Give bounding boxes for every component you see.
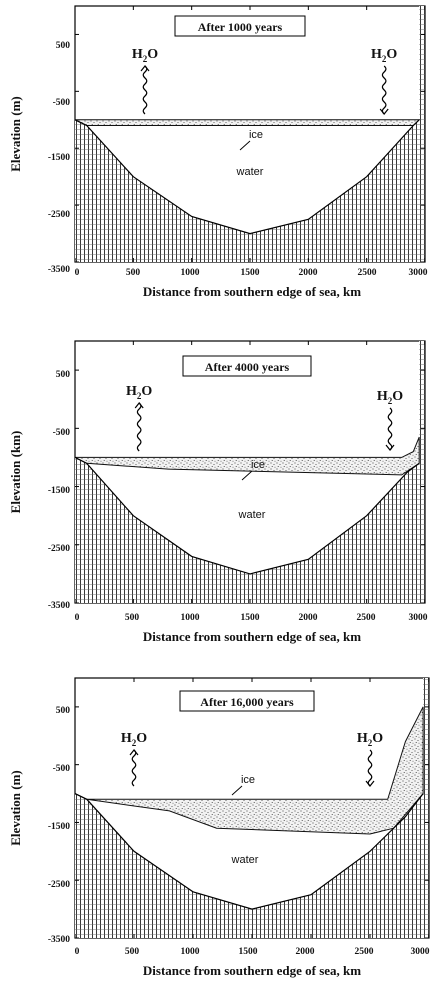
- title-box: [174, 15, 306, 37]
- h2o-label-right: H2O: [371, 47, 397, 64]
- ice-area: [74, 119, 421, 126]
- y-tick-label: -2500: [48, 880, 70, 890]
- x-tick-label: 1500: [239, 947, 258, 957]
- y-tick-label: -500: [53, 764, 71, 774]
- x-tick-label: 500: [125, 613, 140, 623]
- wavy-arrow-right-icon: [381, 65, 387, 115]
- h2o-label-right: H2O: [377, 389, 403, 406]
- x-tick-label: 500: [125, 947, 140, 957]
- x-tick-label: 2000: [299, 613, 318, 623]
- x-axis-title: Distance from southern edge of sea, km: [143, 629, 361, 644]
- h2o-label-right: H2O: [357, 731, 383, 748]
- y-tick-label: -500: [53, 98, 71, 108]
- arrow-head-down-icon: [365, 780, 375, 787]
- ice-label: ice: [241, 774, 255, 786]
- water-label: water: [236, 166, 264, 178]
- x-tick-label: 1000: [181, 268, 200, 278]
- y-axis-title: Elevation (m): [8, 96, 23, 171]
- seafloor-line: [74, 456, 420, 575]
- x-tick-label: 1500: [241, 268, 260, 278]
- y-tick-label: -1500: [48, 822, 70, 832]
- y-tick-label: -1500: [48, 153, 70, 163]
- x-tick-label: 2500: [357, 613, 376, 623]
- panel-1: After 1000 years ice water 500 -500 -150…: [8, 5, 428, 299]
- y-axis-title: Elevation (m): [8, 770, 23, 845]
- arrow-head-up-icon: [140, 65, 150, 72]
- ice-label: ice: [251, 459, 265, 471]
- chart-title: After 1000 years: [198, 20, 283, 34]
- seafloor-curve: [74, 119, 420, 235]
- water-label: water: [238, 509, 266, 521]
- x-tick-label: 2500: [355, 947, 374, 957]
- x-tick-label: 3000: [409, 613, 428, 623]
- panel-3: After 16,000 years ice water 500 -500 -1…: [8, 677, 430, 978]
- title-box: [179, 690, 315, 712]
- wavy-arrow-left-icon: [131, 749, 137, 787]
- seafloor-curve: [74, 793, 424, 910]
- y-tick-label: 500: [56, 706, 71, 716]
- h2o-label-left: H2O: [121, 731, 147, 748]
- ice-leader-line: [239, 140, 251, 151]
- ice-leader-line: [241, 470, 253, 481]
- x-tick-label: 2000: [296, 947, 315, 957]
- y-tick-label: -3500: [48, 935, 70, 945]
- water-label: water: [231, 854, 259, 866]
- arrow-head-down-icon: [379, 108, 389, 115]
- ticks: [74, 341, 426, 604]
- y-tick-label: -3500: [48, 601, 70, 611]
- y-tick-label: -1500: [48, 486, 70, 496]
- x-tick-label: 1000: [181, 613, 200, 623]
- ice-area: [74, 706, 424, 835]
- ticks: [74, 6, 426, 263]
- x-axis-title: Distance from southern edge of sea, km: [143, 284, 361, 299]
- arrow-head-up-icon: [134, 402, 144, 409]
- wavy-arrow-right-icon: [367, 749, 373, 787]
- wavy-arrow-right-icon: [387, 407, 393, 451]
- x-axis-title: Distance from southern edge of sea, km: [143, 963, 361, 978]
- ice-leader-line: [231, 785, 243, 796]
- ticks: [74, 678, 430, 939]
- y-tick-label: -2500: [48, 210, 70, 220]
- x-tick-label: 3000: [409, 268, 428, 278]
- h2o-label-left: H2O: [126, 384, 152, 401]
- panel-2: After 4000 years ice water 500 -500 -150…: [8, 340, 428, 644]
- y-tick-label: -3500: [48, 265, 70, 275]
- x-tick-label: 0: [75, 947, 80, 957]
- ice-fill: [74, 706, 424, 835]
- seafloor-line: [74, 793, 424, 910]
- title-box: [182, 355, 312, 377]
- wavy-arrow-left-icon: [136, 402, 142, 452]
- arrow-head-down-icon: [385, 444, 395, 451]
- y-tick-label: -2500: [48, 544, 70, 554]
- x-tick-label: 1000: [181, 947, 200, 957]
- h2o-label-left: H2O: [132, 47, 158, 64]
- y-tick-label: 500: [56, 41, 71, 51]
- chart-title: After 4000 years: [205, 360, 290, 374]
- x-tick-label: 1500: [241, 613, 260, 623]
- x-tick-label: 2000: [299, 268, 318, 278]
- seafloor-line: [74, 119, 420, 235]
- ice-label: ice: [249, 129, 263, 141]
- ice-fill: [74, 119, 421, 126]
- x-tick-label: 500: [126, 268, 141, 278]
- x-tick-label: 0: [75, 613, 80, 623]
- seafloor-curve: [74, 456, 420, 575]
- x-tick-label: 0: [75, 268, 80, 278]
- wavy-arrow-left-icon: [142, 65, 148, 115]
- y-tick-label: 500: [56, 370, 71, 380]
- y-tick-label: -500: [53, 428, 71, 438]
- x-tick-label: 3000: [411, 947, 430, 957]
- y-axis-title: Elevation (km): [8, 431, 23, 514]
- x-tick-label: 2500: [358, 268, 377, 278]
- chart-title: After 16,000 years: [200, 695, 294, 709]
- arrow-head-up-icon: [129, 749, 139, 756]
